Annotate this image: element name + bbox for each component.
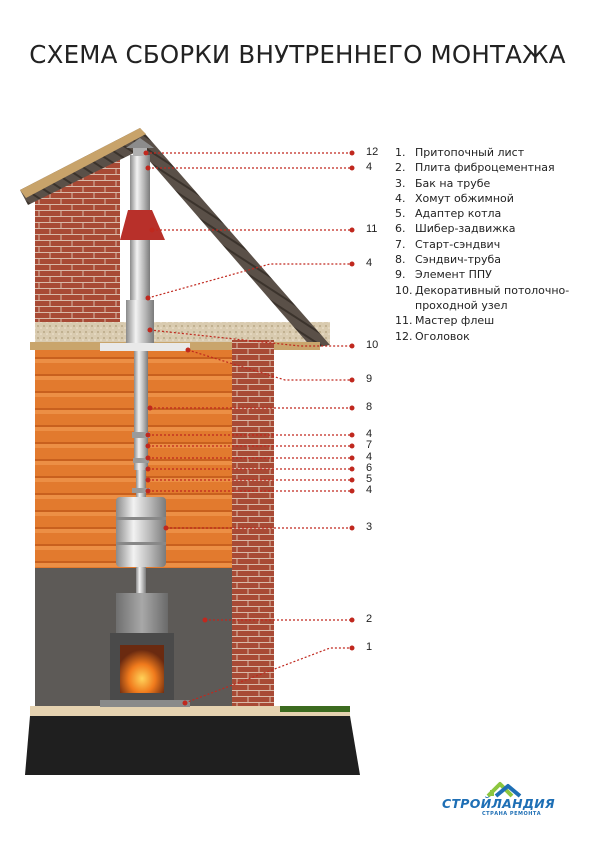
sandwich-pipe bbox=[134, 348, 148, 470]
roof bbox=[20, 128, 330, 348]
callout-11: 11 bbox=[366, 223, 378, 235]
page-title: СХЕМА СБОРКИ ВНУТРЕННЕГО МОНТАЖА bbox=[29, 40, 566, 69]
brand-tagline: СТРАНА РЕМОНТА bbox=[482, 811, 542, 817]
brand-logo-text: СТРОЙЛАНДИЯ bbox=[442, 796, 555, 811]
callout-5: 5 bbox=[366, 473, 373, 485]
legend-item: 2.Плита фиброцементная bbox=[395, 161, 555, 175]
callout-10: 10 bbox=[366, 339, 379, 351]
callout-12: 12 bbox=[366, 146, 379, 158]
stove-fire-window bbox=[120, 645, 164, 693]
ceiling-pass-pipe bbox=[126, 300, 154, 348]
roof-board bbox=[20, 128, 146, 198]
legend-item: 7.Старт-сэндвич bbox=[395, 237, 501, 251]
legend-item: 6.Шибер-задвижка bbox=[395, 222, 516, 236]
callout-9: 9 bbox=[366, 373, 373, 385]
callout-4: 4 bbox=[366, 161, 373, 173]
water-tank bbox=[116, 497, 166, 567]
callout-line-1 bbox=[184, 647, 352, 704]
legend-item: 8.Сэндвич-труба bbox=[395, 253, 502, 267]
foundation bbox=[25, 716, 360, 775]
callout-4: 4 bbox=[366, 257, 373, 269]
callout-line-10 bbox=[149, 329, 352, 347]
interior-brick-wall bbox=[232, 340, 274, 710]
callout-1: 1 bbox=[366, 641, 373, 653]
callout-6: 6 bbox=[366, 462, 373, 474]
house-logo-icon bbox=[486, 782, 522, 798]
legend-item: 1.Притопочный лист bbox=[395, 146, 525, 159]
callout-4: 4 bbox=[366, 428, 373, 440]
callout-4: 4 bbox=[366, 484, 373, 496]
callout-line-9 bbox=[187, 349, 352, 381]
pre-furnace-sheet bbox=[100, 700, 190, 707]
callout-7: 7 bbox=[366, 439, 373, 451]
callout-3: 3 bbox=[366, 521, 373, 533]
stove-body bbox=[116, 593, 168, 633]
callout-4: 4 bbox=[366, 451, 373, 463]
exterior-brick-wall bbox=[35, 150, 120, 345]
legend-item: 4.Хомут обжимной bbox=[395, 191, 514, 205]
ceiling-decor-plate bbox=[100, 343, 190, 351]
legend-item: 3.Бак на трубе bbox=[395, 176, 491, 190]
callout-2: 2 bbox=[366, 613, 373, 625]
legend-item: 9.Элемент ППУ bbox=[395, 268, 492, 282]
legend-item: 5.Адаптер котла bbox=[395, 207, 502, 221]
parts-legend: 1.Притопочный лист 2.Плита фиброцементна… bbox=[395, 145, 591, 344]
legend-item: 12.Оголовок bbox=[395, 329, 470, 343]
ground-grass bbox=[280, 706, 350, 712]
legend-item: 11.Мастер флеш bbox=[395, 314, 495, 328]
master-flash bbox=[120, 210, 165, 240]
floor-board bbox=[30, 706, 350, 716]
chimney-cap bbox=[126, 138, 154, 148]
callout-line-4b bbox=[147, 263, 352, 299]
damper-pipe bbox=[136, 470, 146, 498]
callout-8: 8 bbox=[366, 401, 373, 413]
legend-item: 10.Декоративный потолочно-проходной узел bbox=[395, 283, 570, 312]
